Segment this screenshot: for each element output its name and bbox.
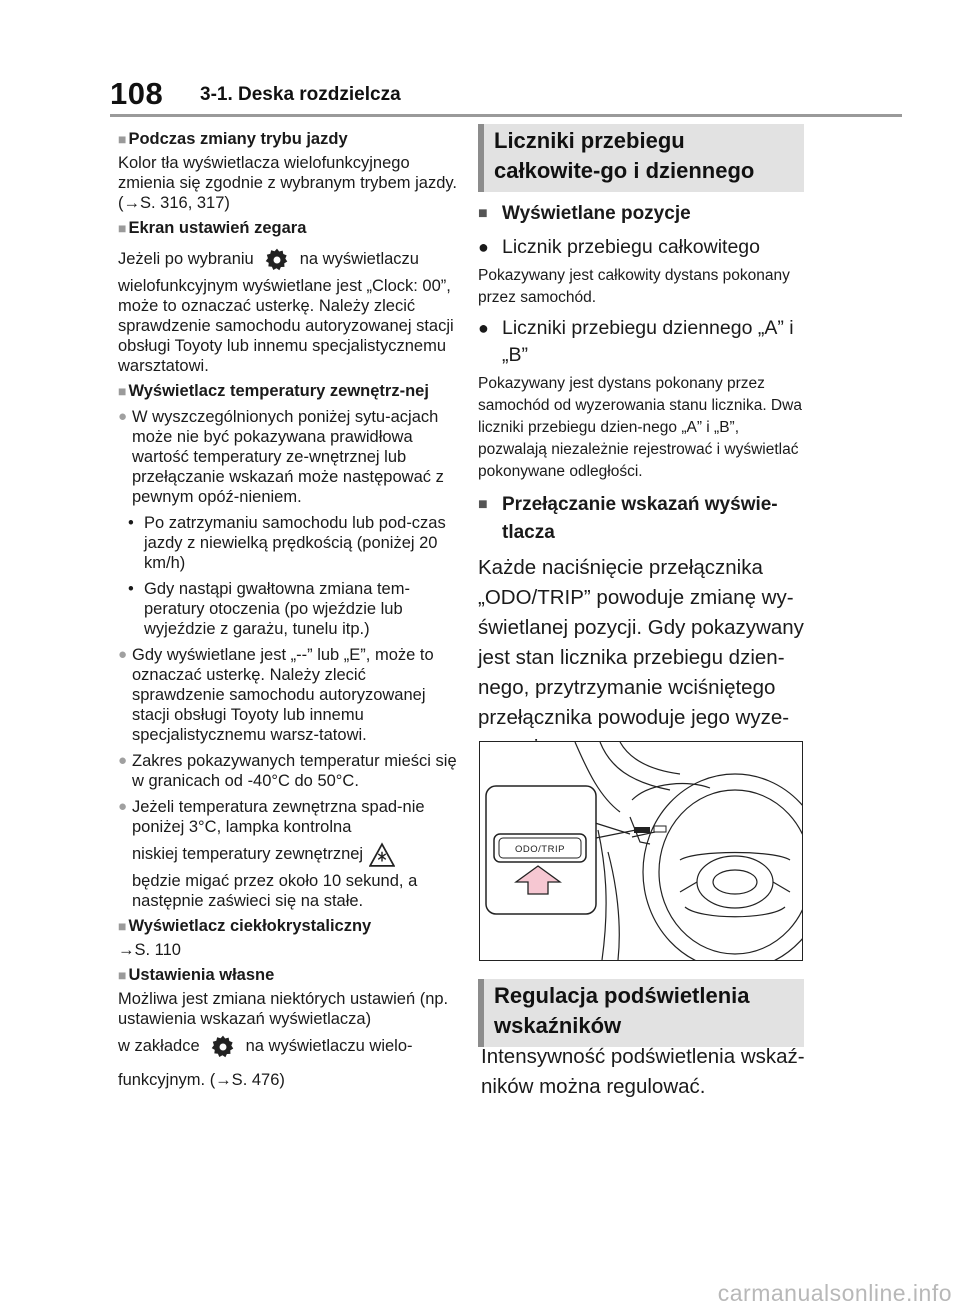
paragraph-driving-mode: Kolor tła wyświetlacza wielofunkcyjnego …: [118, 154, 457, 212]
paragraph-switching-display: Każde naciśnięcie przełącznika „ODO/TRIP…: [478, 556, 804, 759]
paragraph-odometer: Pokazywany jest całkowity dystans pokona…: [478, 267, 790, 306]
paragraph-lcd-ref: →S. 110: [118, 941, 181, 959]
list-item: ●Zakres pokazywanych temperatur mieści s…: [118, 752, 457, 790]
heading-driving-mode: ■Podczas zmiany trybu jazdy: [118, 130, 348, 148]
heading-clock-screen: ■Ekran ustawień zegara: [118, 219, 307, 237]
section-header-odometer: Liczniki przebiegu całkowite-go i dzienn…: [478, 124, 804, 192]
section-title: Regulacja podświetlenia wskaźników: [494, 983, 750, 1038]
gear-icon: [211, 1035, 233, 1057]
heading-displayed-items: ■Wyświetlane pozycje: [478, 203, 691, 224]
section-header-illumination: Regulacja podświetlenia wskaźników: [478, 979, 804, 1047]
odo-trip-button-label: ODO/TRIP: [515, 844, 565, 855]
right-column: Liczniki przebiegu całkowite-go i dzienn…: [478, 124, 804, 769]
press-arrow-icon: [514, 865, 562, 895]
page-header: 108 3-1. Deska rozdzielcza: [0, 0, 960, 118]
list-item: ●W wyszczególnionych poniżej sytu-acjach…: [118, 408, 444, 506]
paragraph-illumination: Intensywność podświetlenia wskaź-ników m…: [481, 1045, 805, 1098]
list-item: ● Jeżeli temperatura zewnętrzna spad-nie…: [118, 798, 425, 910]
heading-lcd: ■Wyświetlacz ciekłokrystaliczny: [118, 917, 372, 935]
heading-custom-settings: ■Ustawienia własne: [118, 966, 275, 984]
header-rule: [110, 114, 902, 117]
section-title: Liczniki przebiegu całkowite-go i dzienn…: [494, 128, 755, 183]
page-number: 108: [110, 76, 164, 111]
heading-switching-display: ■Przełączanie wskazań wyświe-tlacza: [478, 494, 778, 543]
heading-outside-temp: ■Wyświetlacz temperatury zewnętrz-nej: [118, 382, 429, 400]
gear-icon: [265, 248, 288, 270]
chapter-title: 3-1. Deska rozdzielcza: [200, 84, 401, 105]
list-item: •Gdy nastąpi gwałtowna zmiana tem-peratu…: [128, 580, 410, 638]
paragraph-custom-settings: Możliwa jest zmiana niektórych ustawień …: [118, 990, 449, 1089]
odo-trip-illustration: ODO/TRIP: [479, 741, 803, 961]
list-item: •Po zatrzymaniu samochodu lub pod-czas j…: [128, 514, 446, 572]
left-column: ■Podczas zmiany trybu jazdy Kolor tła wy…: [118, 124, 463, 1101]
dashboard-drawing: ODO/TRIP: [485, 742, 802, 960]
watermark: carmanualsonline.info: [717, 1280, 952, 1306]
paragraph-trip-meters: Pokazywany jest dystans pokonany przez s…: [478, 375, 802, 480]
list-item: ●Gdy wyświetlane jest „‑‑” lub „E”, może…: [118, 646, 434, 744]
list-item: ●Licznik przebiegu całkowitego: [478, 236, 760, 258]
low-temperature-warning-icon: [369, 842, 396, 867]
list-item: ●Liczniki przebiegu dziennego „A” i „B”: [478, 317, 794, 366]
